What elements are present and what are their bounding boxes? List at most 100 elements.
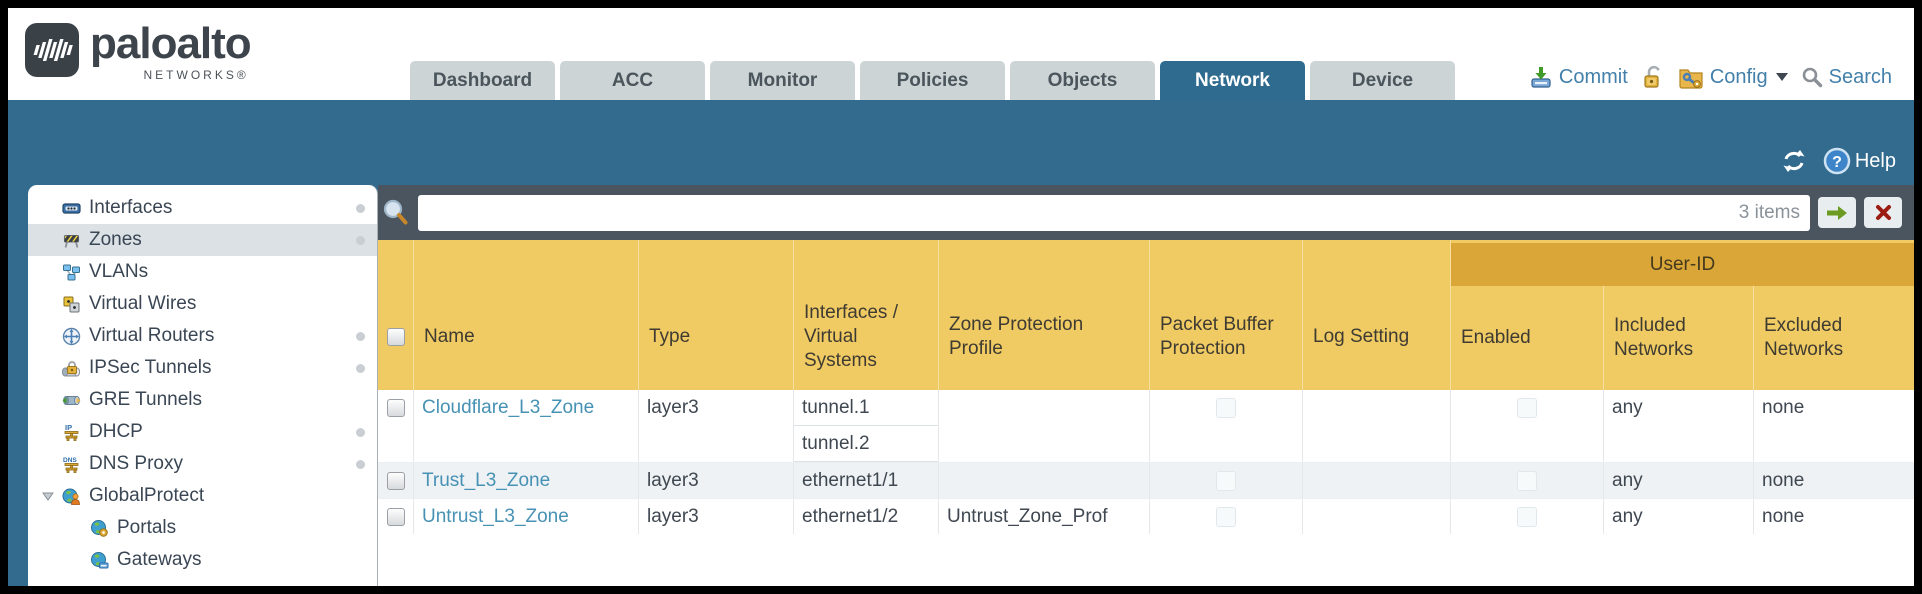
row-select-checkbox[interactable] <box>386 472 405 490</box>
chevron-down-icon <box>1775 73 1788 81</box>
tab-network[interactable]: Network <box>1160 61 1305 100</box>
zone-type-cell: layer3 <box>639 499 794 534</box>
sidebar-item-interfaces[interactable]: Interfaces <box>28 192 377 224</box>
search-button[interactable]: Search <box>1801 66 1892 89</box>
commit-button[interactable]: Commit <box>1529 66 1628 89</box>
tab-objects[interactable]: Objects <box>1010 61 1155 100</box>
refresh-icon[interactable] <box>1781 149 1807 173</box>
clear-filter-button[interactable] <box>1864 197 1902 228</box>
zone-name-link[interactable]: Untrust_L3_Zone <box>422 506 569 527</box>
select-all-cell <box>378 240 414 390</box>
app-header: paloalto NETWORKS® Dashboard ACC Monitor… <box>8 8 1914 100</box>
page-toolbar: ? Help <box>8 100 1914 185</box>
status-dot <box>356 363 365 373</box>
column-header-name[interactable]: Name <box>414 240 639 390</box>
tab-device[interactable]: Device <box>1310 61 1455 100</box>
zone-type-cell: layer3 <box>639 390 794 462</box>
arrow-right-icon <box>1827 205 1847 220</box>
search-label: Search <box>1828 65 1892 88</box>
column-header-enabled[interactable]: Enabled <box>1451 286 1604 390</box>
log-setting-cell <box>1303 499 1451 534</box>
select-all-checkbox[interactable] <box>386 328 405 346</box>
sidebar-item-label: Zones <box>89 229 142 250</box>
dhcp-icon: IP <box>64 423 79 441</box>
help-label: Help <box>1854 149 1896 172</box>
sidebar-item-label: DHCP <box>89 421 143 442</box>
status-dot <box>356 331 365 341</box>
gateways-icon <box>91 551 109 568</box>
column-header-packet-buffer-protection[interactable]: Packet Buffer Protection <box>1150 240 1303 390</box>
filter-magnifier-icon <box>383 199 408 224</box>
sidebar-item-gateways[interactable]: Gateways <box>28 544 377 576</box>
sidebar-item-portals[interactable]: Portals <box>28 512 377 544</box>
interfaces-cell: ethernet1/2 <box>794 499 939 534</box>
packet-buffer-protection-checkbox[interactable] <box>1216 507 1236 527</box>
status-dot <box>356 459 365 469</box>
sidebar-item-label: DNS Proxy <box>89 453 183 474</box>
table-filter-bar: 3 items <box>378 185 1914 240</box>
zone-name-link[interactable]: Trust_L3_Zone <box>422 470 551 491</box>
search-icon <box>1802 67 1822 88</box>
virtual-wires-icon <box>63 296 80 312</box>
row-select-checkbox[interactable] <box>386 508 405 526</box>
user-id-enabled-cell <box>1451 463 1604 498</box>
svg-text:?: ? <box>1832 154 1842 171</box>
panos-web-ui: paloalto NETWORKS® Dashboard ACC Monitor… <box>8 8 1914 586</box>
sidebar-item-label: Gateways <box>117 549 202 570</box>
excluded-networks-cell: none <box>1762 506 1805 527</box>
sidebar-item-virtual-routers[interactable]: Virtual Routers <box>28 320 377 352</box>
network-sidebar: Interfaces Zones <box>28 185 378 586</box>
sidebar-item-ipsec-tunnels[interactable]: IPSec Tunnels <box>28 352 377 384</box>
user-id-enabled-checkbox[interactable] <box>1517 398 1537 418</box>
packet-buffer-protection-checkbox[interactable] <box>1216 471 1236 491</box>
brand-subtitle: NETWORKS® <box>143 68 249 82</box>
svg-text:IP: IP <box>65 423 72 432</box>
included-networks-cell: any <box>1604 390 1754 462</box>
tree-expander[interactable] <box>42 492 62 501</box>
filter-input[interactable] <box>418 194 1810 231</box>
interface-entry: tunnel.1 <box>794 390 938 426</box>
column-header-included-networks[interactable]: Included Networks <box>1604 286 1754 390</box>
sidebar-item-zones[interactable]: Zones <box>28 224 377 256</box>
row-select-checkbox[interactable] <box>386 399 405 417</box>
status-dot <box>356 235 365 245</box>
vlans-icon <box>63 264 80 280</box>
packet-buffer-protection-cell <box>1150 463 1303 498</box>
column-header-log-setting[interactable]: Log Setting <box>1303 240 1451 390</box>
sidebar-item-gre-tunnels[interactable]: GRE Tunnels <box>28 384 377 416</box>
interfaces-cell: tunnel.1 tunnel.2 <box>794 390 939 462</box>
tab-acc[interactable]: ACC <box>560 61 705 100</box>
user-id-enabled-checkbox[interactable] <box>1517 507 1537 527</box>
sidebar-item-vlans[interactable]: VLANs <box>28 256 377 288</box>
user-id-enabled-cell <box>1451 390 1604 462</box>
interfaces-icon <box>62 202 81 214</box>
help-button[interactable]: ? Help <box>1823 147 1896 175</box>
packet-buffer-protection-checkbox[interactable] <box>1216 398 1236 418</box>
column-header-type[interactable]: Type <box>639 240 794 390</box>
tab-policies[interactable]: Policies <box>860 61 1005 100</box>
user-id-enabled-checkbox[interactable] <box>1517 471 1537 491</box>
lock-unlocked-icon[interactable] <box>1641 64 1665 90</box>
row-select-cell <box>378 463 414 498</box>
column-header-interfaces[interactable]: Interfaces / Virtual Systems <box>794 240 939 390</box>
zone-name-link[interactable]: Cloudflare_L3_Zone <box>422 397 595 418</box>
sidebar-item-globalprotect[interactable]: GlobalProtect <box>28 480 377 512</box>
sidebar-item-label: Interfaces <box>89 197 173 218</box>
row-select-cell <box>378 390 414 462</box>
packet-buffer-protection-cell <box>1150 499 1303 534</box>
status-dot <box>356 427 365 437</box>
brand-name: paloalto <box>90 19 252 68</box>
config-menu-button[interactable]: Config <box>1678 65 1788 89</box>
zone-protection-profile-cell <box>939 390 1150 462</box>
packet-buffer-protection-cell <box>1150 390 1303 462</box>
apply-filter-button[interactable] <box>1818 197 1856 228</box>
sidebar-item-virtual-wires[interactable]: Virtual Wires <box>28 288 377 320</box>
sidebar-item-dhcp[interactable]: IP DHCP <box>28 416 377 448</box>
table-row-trust-l3-zone: Trust_L3_Zone layer3 ethernet1/1 any non… <box>378 462 1914 498</box>
config-icon <box>1679 69 1703 89</box>
sidebar-item-dns-proxy[interactable]: DNS DNS Proxy <box>28 448 377 480</box>
tab-monitor[interactable]: Monitor <box>710 61 855 100</box>
column-header-zone-protection-profile[interactable]: Zone Protection Profile <box>939 240 1150 390</box>
column-header-excluded-networks[interactable]: Excluded Networks <box>1764 315 1844 360</box>
tab-dashboard[interactable]: Dashboard <box>410 61 555 100</box>
